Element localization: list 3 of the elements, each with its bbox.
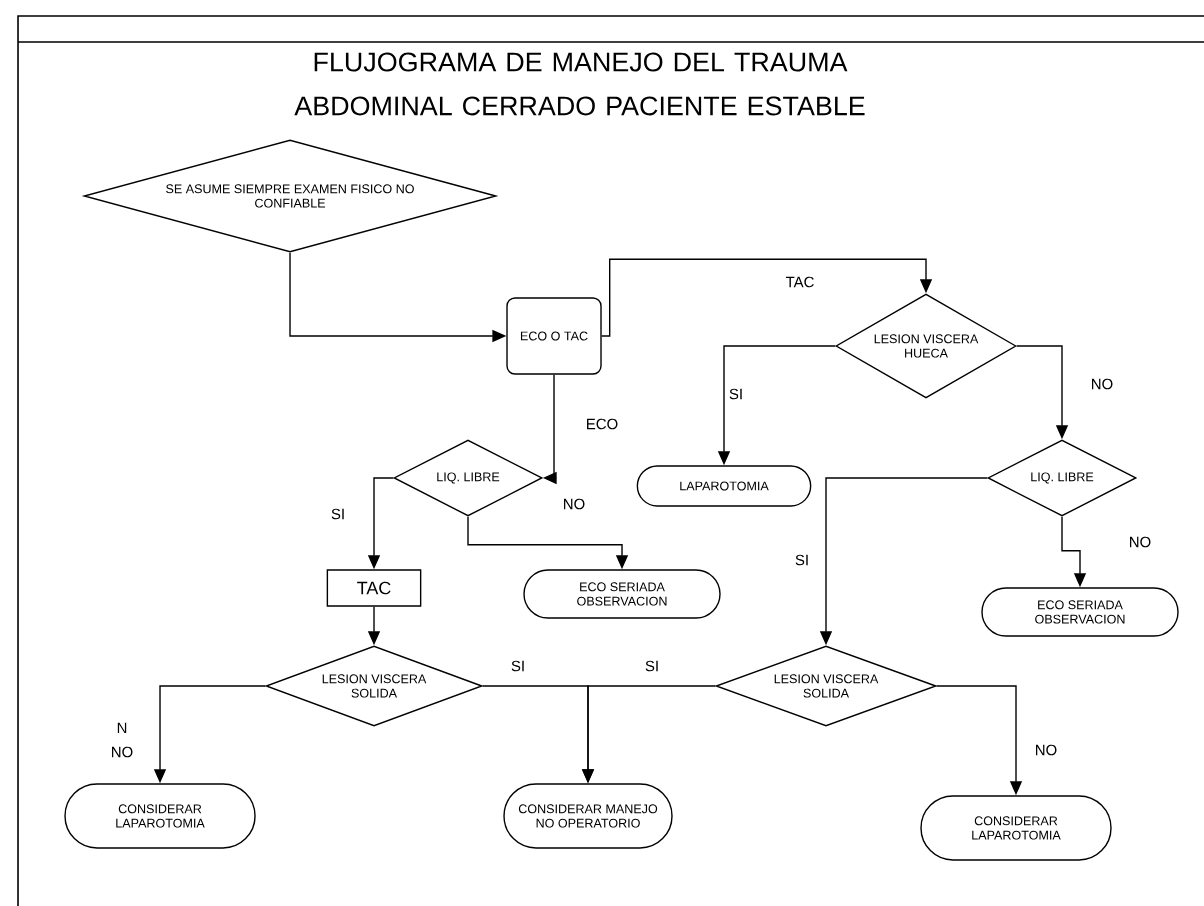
process-box: TAC	[326, 569, 422, 607]
title: FLUJOGRAMA DE MANEJO DEL TRAUMA ABDOMINAL CERRADO PACIENTE ESTABLE	[294, 52, 865, 116]
arrow	[601, 258, 933, 337]
